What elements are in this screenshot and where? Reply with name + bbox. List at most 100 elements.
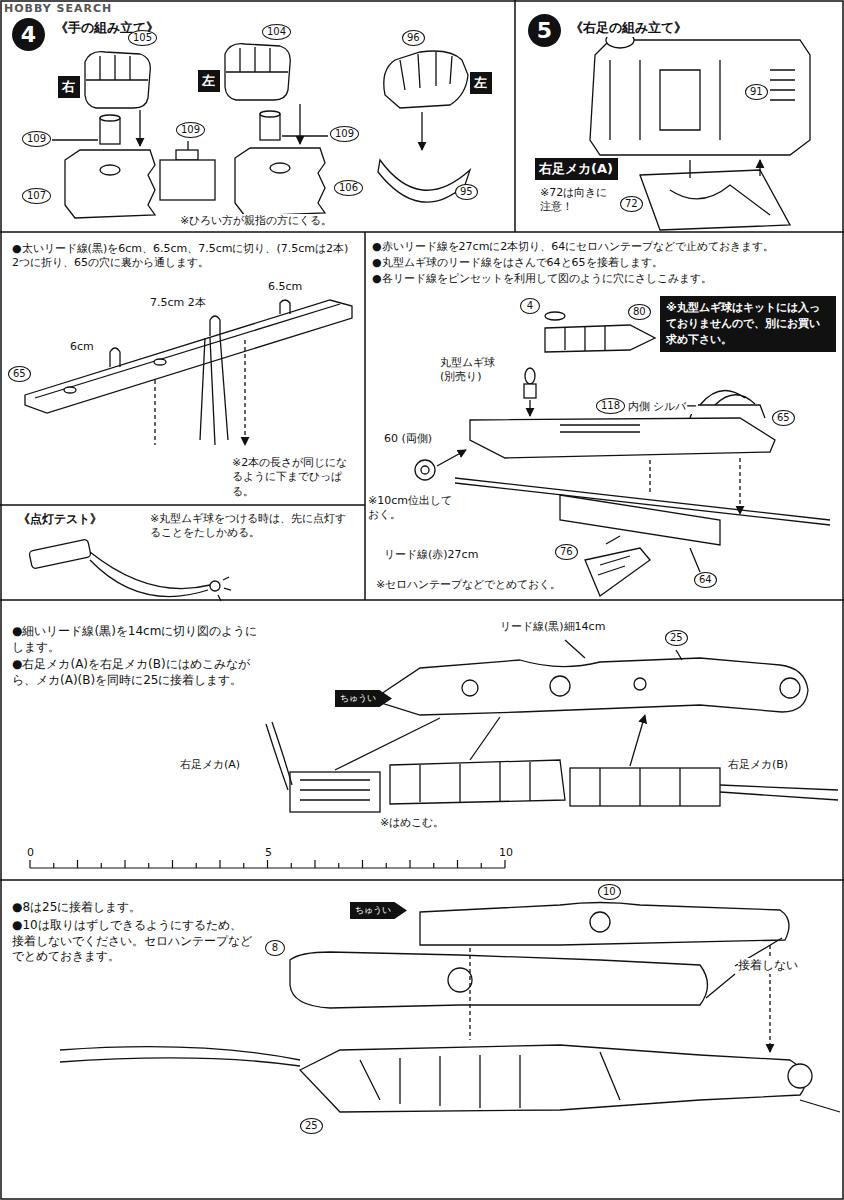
leg-part xyxy=(550,676,570,696)
fist-part xyxy=(235,148,325,216)
lamp-assembly xyxy=(545,325,655,352)
note-box: ※丸型ムギ球はキットには入っておりませんので、別にお買い求め下さい。 xyxy=(660,296,836,352)
fist-part xyxy=(270,163,290,173)
note-text: ※はめこむ。 xyxy=(380,816,444,830)
callout-number: 25 xyxy=(300,1118,323,1134)
leg-part xyxy=(390,760,565,804)
callout-number: 106 xyxy=(334,180,363,196)
note-text: 0 xyxy=(27,846,34,860)
callout-number: 118 xyxy=(596,398,625,414)
lamp-assembly xyxy=(560,495,720,545)
lamp-assembly xyxy=(529,400,530,416)
hand-part xyxy=(421,112,422,150)
callout-number: 80 xyxy=(628,304,651,320)
leg-part xyxy=(780,678,800,698)
node-text: 4 xyxy=(21,22,36,47)
cover-part xyxy=(420,903,789,946)
sleeve-diagram xyxy=(176,150,198,160)
sleeve-diagram xyxy=(187,141,188,150)
node-text: 5 xyxy=(537,18,552,43)
leg-part xyxy=(565,640,682,660)
lamp-assembly xyxy=(545,312,565,320)
lamp-assembly xyxy=(524,384,536,398)
callout-number: 72 xyxy=(620,196,643,212)
side-tag: 左 xyxy=(470,72,492,94)
lead-channel xyxy=(154,359,166,365)
lamp-assembly xyxy=(525,368,535,384)
lamp-assembly xyxy=(437,450,466,466)
instruction-text: ●右足メカ(A)を右足メカ(B)にはめこみながら、メカ(A)(B)を同時に25に… xyxy=(12,657,267,688)
callout-number: 4 xyxy=(520,298,540,314)
leg-mecha xyxy=(590,32,810,230)
note-text: リード線(黒)細14cm xyxy=(500,620,605,634)
lamp-test xyxy=(90,552,210,597)
note-text: 6cm xyxy=(70,340,94,354)
callout-number: 107 xyxy=(22,188,51,204)
node-text: 左 xyxy=(474,74,488,92)
leg-part xyxy=(266,640,838,812)
leg-mecha xyxy=(690,160,760,178)
fist-part xyxy=(86,55,148,80)
fist-part xyxy=(52,44,328,218)
node-text: 右 xyxy=(62,78,76,96)
leg-part xyxy=(600,768,680,806)
instruction-text: ●10は取りはずしできるようにするため、接着しないでください。セロハンテープなど… xyxy=(12,918,252,965)
fist-part xyxy=(225,44,290,100)
node-text: 左 xyxy=(202,72,216,90)
leg-part xyxy=(335,715,645,770)
fist-part xyxy=(65,150,155,218)
note-text: ※セロハンテープなどでとめておく。 xyxy=(376,578,561,592)
lamp-test xyxy=(29,539,231,601)
leg-mecha xyxy=(610,60,795,140)
instruction-text: ●細いリード線(黒)を14cmに切り図のようにします。 xyxy=(12,624,267,655)
callout-number: 65 xyxy=(772,410,795,426)
fist-part xyxy=(100,115,120,121)
lamp-assembly xyxy=(421,466,429,474)
hand-part xyxy=(400,52,452,90)
cover-part xyxy=(788,1064,812,1088)
lamp-assembly xyxy=(565,326,605,351)
callout-number: 8 xyxy=(265,940,285,956)
lamp-assembly xyxy=(650,458,740,514)
node-text: 右足メカ(A) xyxy=(539,160,614,178)
instruction-text: ●赤いリード線を27cmに2本切り、64にセロハンテープなどで止めておきます。 xyxy=(372,240,837,254)
lamp-test xyxy=(210,581,220,591)
cover-part xyxy=(60,1047,840,1112)
callout-number: 109 xyxy=(330,126,359,142)
note-text: 接着しない xyxy=(738,958,798,974)
leg-mecha xyxy=(670,185,770,215)
leg-part xyxy=(300,780,370,800)
fist-part xyxy=(299,104,300,144)
instruction-text: ●丸型ムギ球のリード線をはさんで64と65を接着します。 xyxy=(372,256,837,270)
fist-part xyxy=(100,165,120,175)
leg-part xyxy=(634,678,646,690)
lamp-test xyxy=(29,539,91,569)
node-text: ちゅうい xyxy=(355,904,392,917)
note-text: ※2本の長さが同じになるように下までひっぱる。 xyxy=(232,456,357,499)
lamp-test xyxy=(218,577,231,601)
callout-number: 104 xyxy=(262,24,291,40)
side-tag: 左 xyxy=(198,70,220,92)
callout-number: 76 xyxy=(555,544,578,560)
callout-number: 95 xyxy=(455,184,478,200)
hand-part xyxy=(384,51,468,108)
leg-part xyxy=(420,762,530,802)
sleeve-diagram xyxy=(160,141,215,200)
leg-part xyxy=(290,772,380,812)
section-heading: 《点灯テスト》 xyxy=(18,512,102,528)
note-text: ※72は向きに注意！ xyxy=(540,186,614,215)
note-text: 7.5cm 2本 xyxy=(150,296,206,310)
note-text: リード線(赤)27cm xyxy=(384,548,478,562)
leg-part xyxy=(372,658,808,715)
instruction-text: ●太いリード線(黒)を6cm、6.5cm、7.5cmに切り、(7.5cmは2本)… xyxy=(12,242,357,271)
callout-number: 10 xyxy=(598,884,621,900)
lead-channel xyxy=(155,340,245,445)
sleeve-diagram xyxy=(160,160,215,200)
section-heading: 《右足の組み立て》 xyxy=(570,20,687,37)
callout-number: 91 xyxy=(745,84,768,100)
lead-channel xyxy=(35,304,340,398)
callout-number: 105 xyxy=(128,30,157,46)
